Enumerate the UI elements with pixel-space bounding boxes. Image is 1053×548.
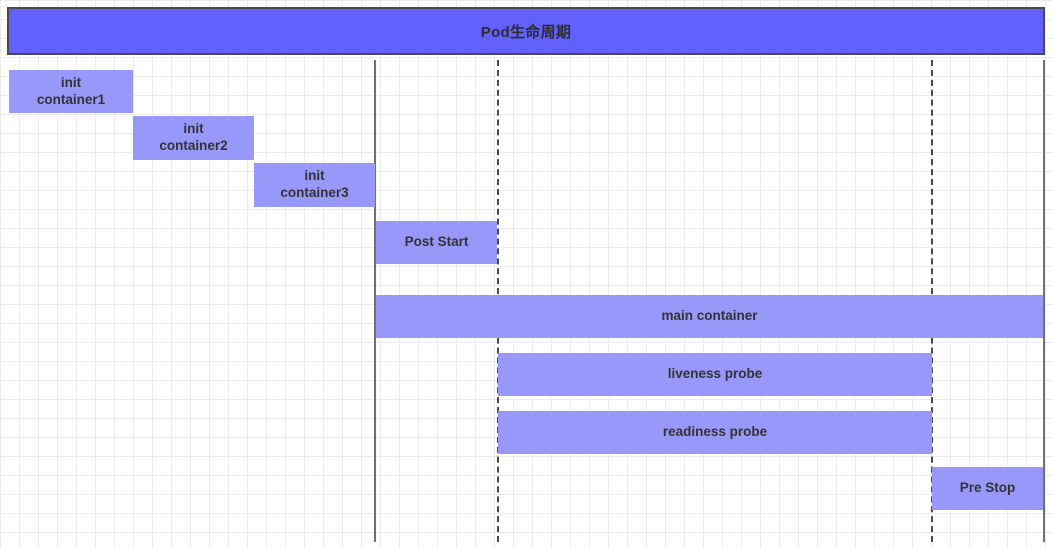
- bar-pre-stop[interactable]: Pre Stop: [932, 467, 1043, 510]
- diagram-title-bar: Pod生命周期: [7, 7, 1045, 55]
- bar-label-post-start: Post Start: [404, 234, 469, 250]
- bar-readiness-probe[interactable]: readiness probe: [498, 411, 932, 454]
- bar-init-container3[interactable]: init container3: [254, 163, 375, 207]
- bar-label-init-container3: init container3: [280, 168, 349, 200]
- bar-label-init-container2: init container2: [159, 121, 228, 153]
- phase-separator-solid-0: [374, 60, 376, 542]
- bar-post-start[interactable]: Post Start: [376, 221, 497, 264]
- bar-label-readiness-probe: readiness probe: [662, 424, 768, 440]
- bar-label-liveness-probe: liveness probe: [667, 366, 763, 382]
- bar-init-container2[interactable]: init container2: [133, 116, 254, 160]
- bar-label-init-container1: init container1: [36, 74, 106, 107]
- bar-init-container1[interactable]: init container1: [9, 70, 133, 113]
- bar-label-pre-stop: Pre Stop: [959, 480, 1016, 496]
- page-title: Pod生命周期: [480, 23, 572, 41]
- bar-liveness-probe[interactable]: liveness probe: [498, 353, 932, 396]
- phase-separator-solid-3: [1043, 60, 1045, 542]
- bar-label-main-container: main container: [661, 308, 758, 324]
- bar-main-container[interactable]: main container: [376, 295, 1043, 338]
